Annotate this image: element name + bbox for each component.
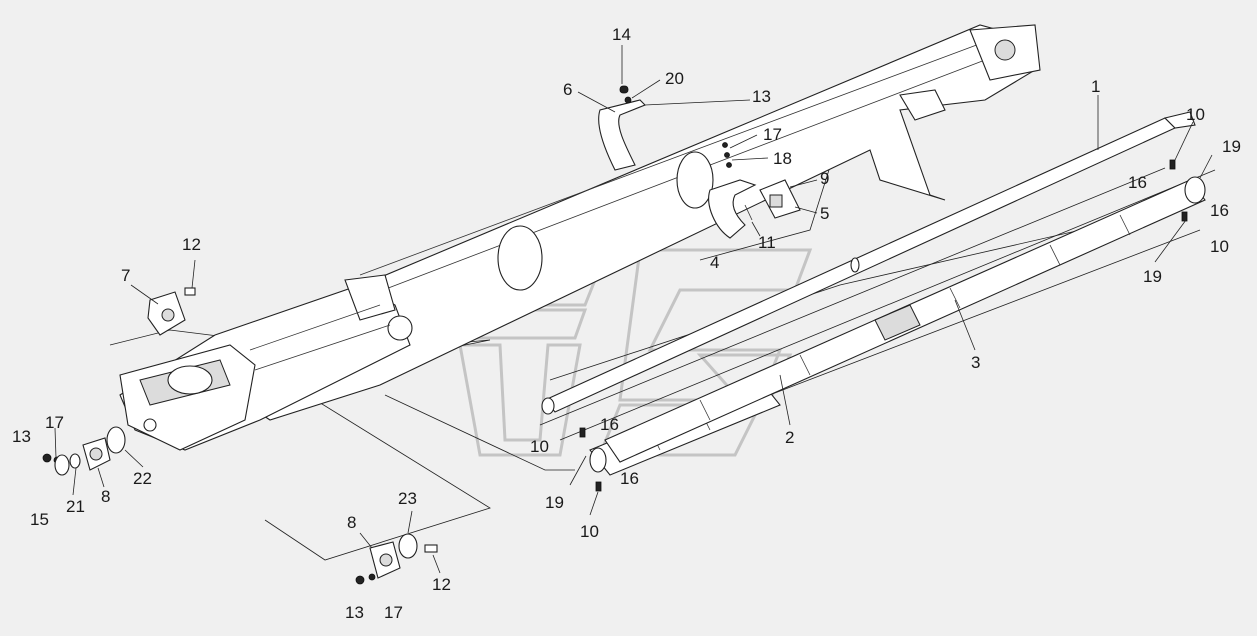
label-12-top: 12 <box>182 235 201 254</box>
label-7: 7 <box>121 266 130 285</box>
label-4: 4 <box>710 253 719 272</box>
label-19-bottom: 19 <box>545 493 564 512</box>
flange-top <box>147 287 196 336</box>
label-14: 14 <box>612 25 631 44</box>
label-22: 22 <box>133 469 152 488</box>
callout-labels: 14 20 6 13 17 18 9 5 11 4 1 10 19 16 16 … <box>12 25 1241 622</box>
label-19-right: 19 <box>1143 267 1162 286</box>
label-3: 3 <box>971 353 980 372</box>
half-clamp-assembly <box>708 142 801 239</box>
label-15: 15 <box>30 510 49 529</box>
label-16-bottom: 16 <box>620 469 639 488</box>
label-10-bottom: 10 <box>580 522 599 541</box>
label-18: 18 <box>773 149 792 168</box>
tube-fasteners <box>579 159 1188 492</box>
label-17-bottom: 17 <box>384 603 403 622</box>
label-16-mid: 16 <box>600 415 619 434</box>
label-21: 21 <box>66 497 85 516</box>
label-11: 11 <box>758 233 776 252</box>
label-19-top-right: 19 <box>1222 137 1241 156</box>
label-10-right: 10 <box>1210 237 1229 256</box>
clamp-strap <box>598 85 646 171</box>
label-10-mid: 10 <box>530 437 549 456</box>
callout-leaders <box>54 45 1213 574</box>
label-13-bottom: 13 <box>345 603 364 622</box>
label-23: 23 <box>398 489 417 508</box>
label-5: 5 <box>820 204 829 223</box>
label-13-top: 13 <box>752 87 771 106</box>
label-8-bottom: 8 <box>347 513 356 532</box>
auger-tube-3 <box>604 176 1206 463</box>
label-6: 6 <box>563 80 572 99</box>
label-16-right: 16 <box>1210 201 1229 220</box>
label-8-left: 8 <box>101 487 110 506</box>
label-20: 20 <box>665 69 684 88</box>
left-bearing-stack <box>42 418 157 476</box>
label-17-top: 17 <box>763 125 782 144</box>
label-1: 1 <box>1091 77 1100 96</box>
label-2: 2 <box>785 428 794 447</box>
label-13-left: 13 <box>12 427 31 446</box>
lower-bearing-stack <box>355 533 438 585</box>
label-10-top-right: 10 <box>1186 105 1205 124</box>
shaft <box>541 111 1196 415</box>
label-9: 9 <box>820 169 829 188</box>
label-12-bottom: 12 <box>432 575 451 594</box>
auger-housing <box>239 24 1041 421</box>
label-17-left: 17 <box>45 413 64 432</box>
label-16-top-right: 16 <box>1128 173 1147 192</box>
